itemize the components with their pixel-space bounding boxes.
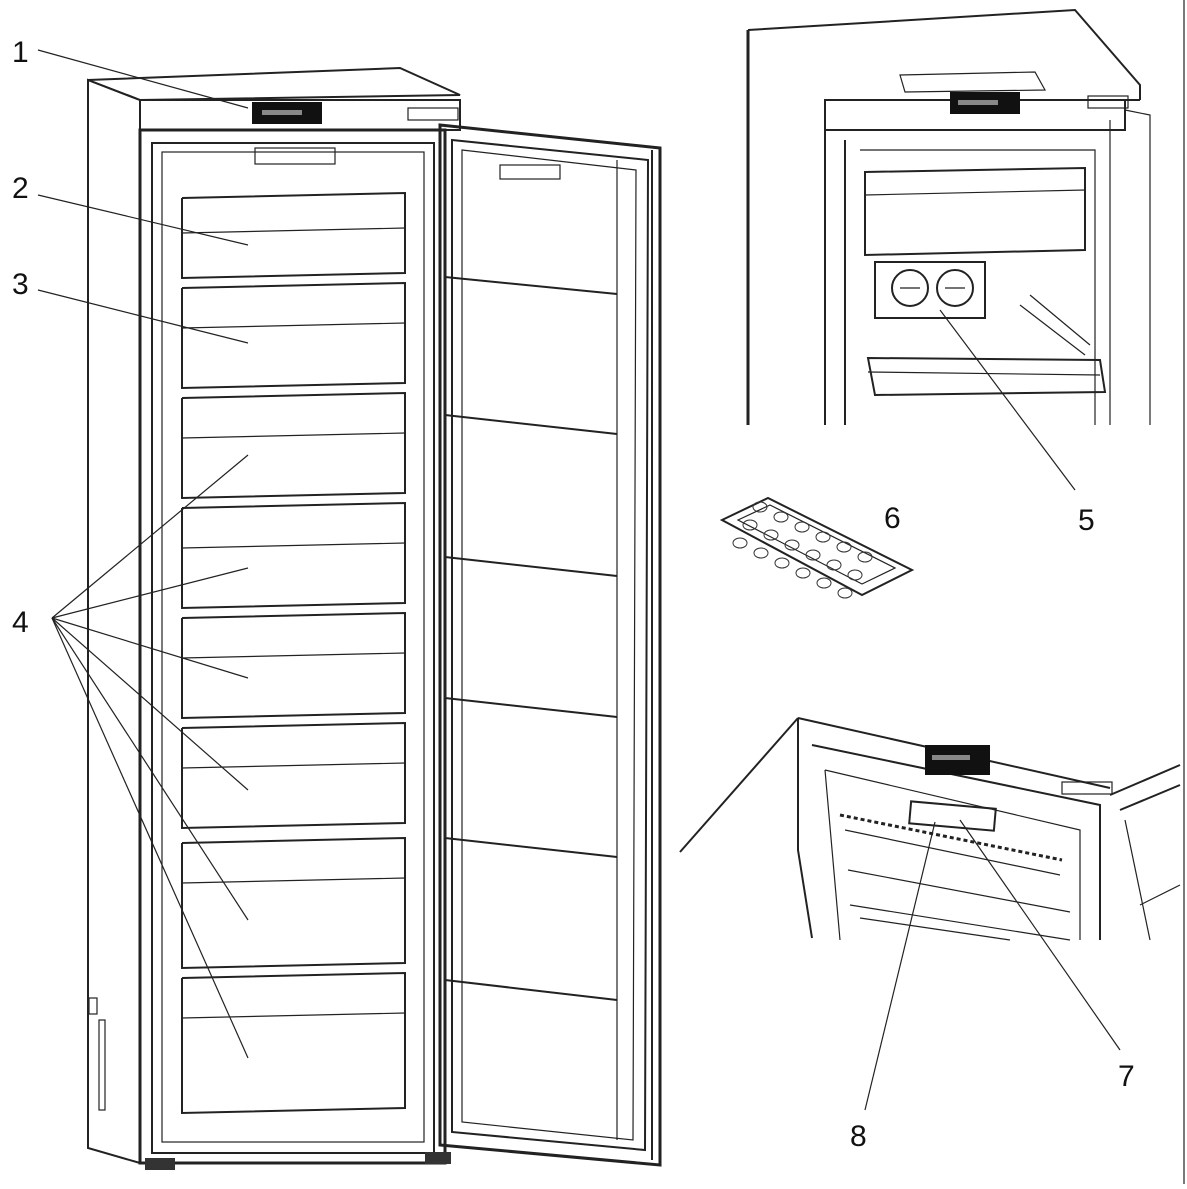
drawer — [181, 971, 406, 1115]
ice-cube-cell — [847, 569, 863, 581]
drawer — [181, 611, 406, 720]
ice-cube-cell — [774, 557, 790, 569]
ice-cube-cell — [815, 531, 831, 543]
drawer — [181, 191, 406, 280]
ice-cube-cell — [836, 541, 852, 553]
callout-6: 6 — [884, 502, 901, 535]
ice-cube-cell — [752, 501, 768, 513]
drawer — [181, 836, 406, 970]
ice-cube-cell — [816, 577, 832, 589]
ice-cube-cell — [753, 547, 769, 559]
callout-4: 4 — [12, 606, 29, 639]
callout-7: 7 — [1118, 1060, 1135, 1093]
drawer — [181, 281, 406, 390]
callout-3: 3 — [12, 268, 29, 301]
control-panel-display — [252, 102, 459, 124]
ice-cube-cell — [837, 587, 853, 599]
callout-5: 5 — [1078, 504, 1095, 537]
detail-bottom-right — [797, 717, 1181, 941]
ice-cube-cell — [773, 511, 789, 523]
leader-lines — [37, 49, 1121, 1111]
detail-top-right — [746, 8, 1151, 425]
ice-cube-cell — [857, 551, 873, 563]
freezer-drawers — [181, 191, 406, 1115]
ice-cube-cell — [742, 519, 758, 531]
ice-cube-cell — [795, 567, 811, 579]
freezer-cabinet — [87, 66, 461, 1170]
callout-8: 8 — [850, 1120, 867, 1153]
ice-cube-tray — [719, 496, 915, 599]
callout-labels: 1 2 3 4 5 6 7 8 — [12, 36, 1135, 1153]
callout-1: 1 — [12, 36, 29, 69]
drawer — [181, 721, 406, 830]
callout-2: 2 — [12, 172, 29, 205]
freezer-door — [438, 123, 662, 1167]
ice-cube-cell — [794, 521, 810, 533]
drawer — [181, 391, 406, 500]
ice-cube-cell — [805, 549, 821, 561]
ice-cube-cell — [826, 559, 842, 571]
ice-cube-cell — [763, 529, 779, 541]
ice-cube-cell — [732, 537, 748, 549]
drawer — [181, 501, 406, 610]
ice-cube-cell — [784, 539, 800, 551]
